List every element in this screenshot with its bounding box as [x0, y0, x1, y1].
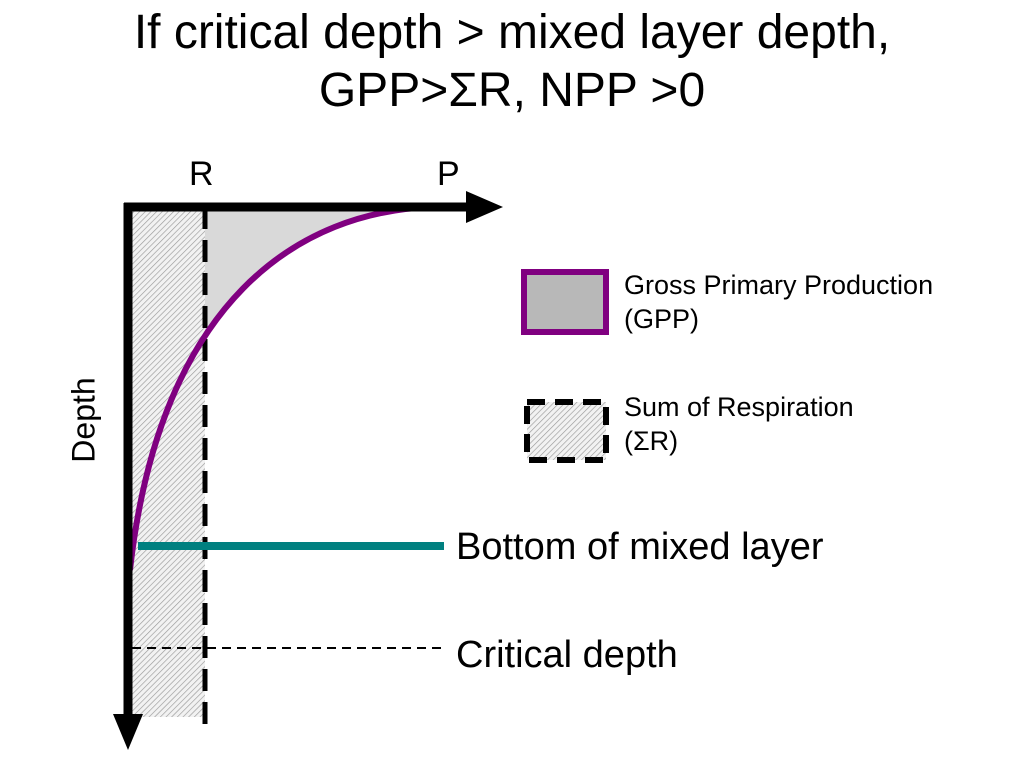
legend-gpp-line-2: (GPP) [624, 304, 700, 334]
depth-axis-arrow [113, 714, 143, 750]
respiration-area [130, 207, 205, 717]
production-axis-label: P [437, 155, 460, 193]
legend-respiration-label: Sum of Respiration (ΣR) [624, 390, 854, 458]
critical-depth-label: Critical depth [456, 634, 678, 676]
title-line-2: GPP>ΣR, NPP >0 [318, 64, 706, 117]
legend-respiration-line-1: Sum of Respiration [624, 392, 854, 422]
legend-respiration-line-2: (ΣR) [624, 426, 679, 456]
slide-title: If critical depth > mixed layer depth, G… [0, 4, 1024, 120]
legend-respiration-swatch [524, 399, 609, 463]
gpp-curve [127, 204, 436, 571]
gpp-area [130, 207, 435, 570]
legend-gpp-swatch [521, 269, 609, 335]
title-line-1: If critical depth > mixed layer depth, [133, 6, 891, 59]
mixed-layer-label: Bottom of mixed layer [456, 526, 824, 568]
depth-axis-label: Depth [65, 377, 102, 463]
respiration-axis-label: R [189, 155, 214, 193]
legend-gpp-line-1: Gross Primary Production [624, 270, 934, 300]
legend-gpp-label: Gross Primary Production (GPP) [624, 268, 933, 336]
production-axis-arrow [466, 191, 503, 223]
